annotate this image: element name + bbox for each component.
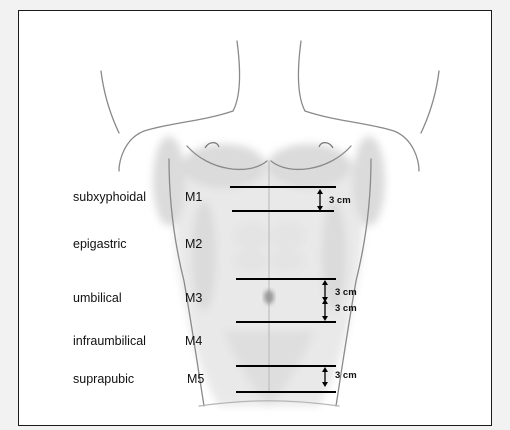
- region-label-infraumbilical: infraumbilical: [73, 334, 146, 348]
- region-label-umbilical: umbilical: [73, 291, 122, 305]
- region-label-epigastric: epigastric: [73, 237, 127, 251]
- region-label-subxyphoidal: subxyphoidal: [73, 190, 146, 204]
- region-code-m5: M5: [187, 372, 204, 386]
- region-label-suprapubic: suprapubic: [73, 372, 134, 386]
- region-code-m1: M1: [185, 190, 202, 204]
- torso-illustration: [19, 11, 492, 426]
- region-code-m4: M4: [185, 334, 202, 348]
- region-code-m2: M2: [185, 237, 202, 251]
- measurement-label: 3 cm: [329, 195, 351, 206]
- measurement-label: 3 cm: [335, 287, 357, 298]
- navel: [264, 290, 274, 304]
- measurement-label: 3 cm: [335, 370, 357, 381]
- figure-frame: subxyphoidal M1 epigastric M2 umbilical …: [18, 10, 492, 426]
- measurement-label: 3 cm: [335, 303, 357, 314]
- region-code-m3: M3: [185, 291, 202, 305]
